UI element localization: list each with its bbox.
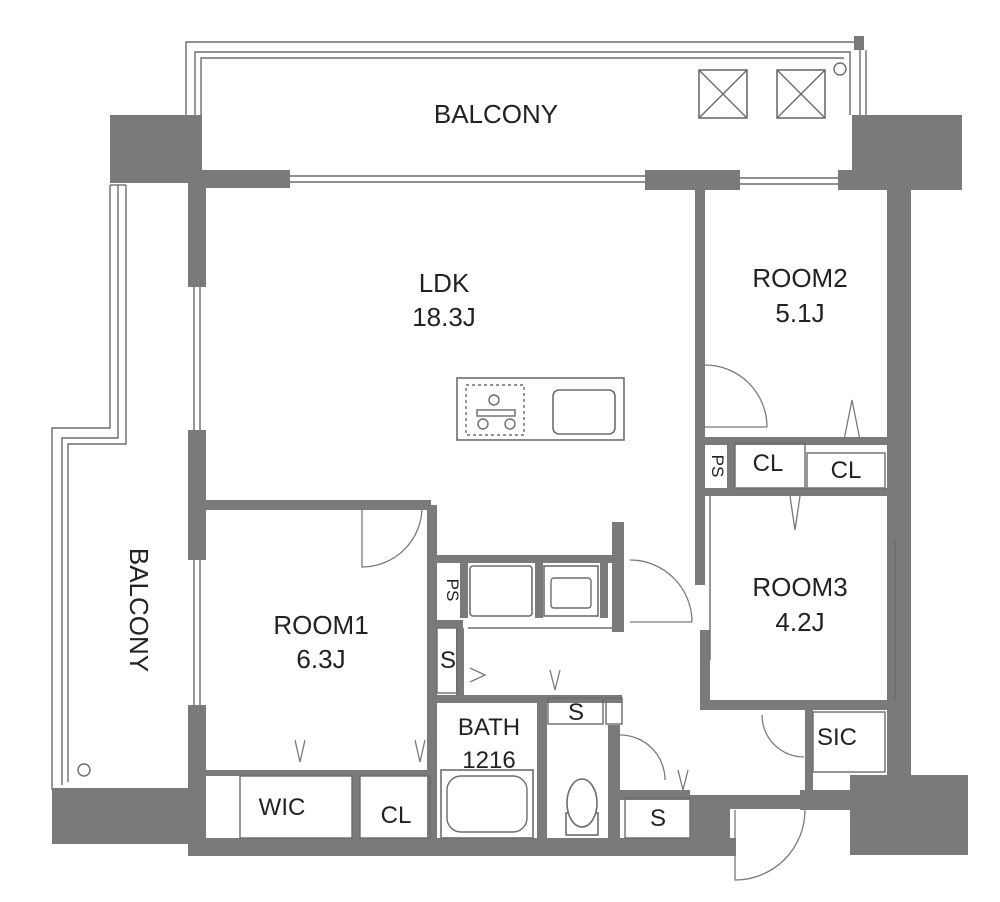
s-hall-label: S (568, 699, 584, 726)
room2-label: ROOM2 (752, 263, 847, 293)
balcony-top-label: BALCONY (434, 99, 558, 129)
cl-room2-b-label: CL (831, 457, 862, 484)
windows (193, 175, 896, 705)
ps-upper-text: PS (708, 455, 727, 478)
wic-label: WIC (259, 794, 306, 821)
kitchen-counter (456, 377, 625, 441)
room1-label: ROOM1 (273, 610, 368, 640)
washing-machine-pan (469, 565, 533, 617)
room2-area: 5.1J (775, 298, 824, 328)
room1-area: 6.3J (296, 644, 345, 674)
s-laundry-label: S (440, 647, 456, 674)
door-swings (294, 364, 861, 881)
bath-label: BATH (458, 714, 520, 741)
ldk-label: LDK (419, 268, 470, 298)
closet-outlines (239, 442, 886, 839)
ac-outdoor-unit (698, 69, 748, 119)
bathtub (440, 769, 534, 839)
wash-basin (543, 565, 599, 617)
toilet (565, 778, 599, 836)
room3-area: 4.2J (775, 607, 824, 637)
cl-room2-a-label: CL (753, 450, 784, 477)
cl-room1-label: CL (381, 802, 412, 829)
room3-label: ROOM3 (752, 572, 847, 602)
top-balcony-outline (185, 36, 867, 115)
left-balcony-outline (51, 184, 127, 790)
ps-lower-text: PS (443, 579, 462, 602)
sic-label: SIC (817, 724, 857, 751)
ldk-area: 18.3J (412, 302, 476, 332)
bath-area: 1216 (462, 747, 515, 774)
s-entrance-label: S (650, 805, 666, 832)
walls (52, 115, 968, 856)
balcony-left-label: BALCONY (124, 548, 154, 672)
ps-lower-label: PS (443, 579, 462, 602)
ps-upper-label: PS (708, 455, 727, 478)
ac-outdoor-unit (776, 69, 826, 119)
